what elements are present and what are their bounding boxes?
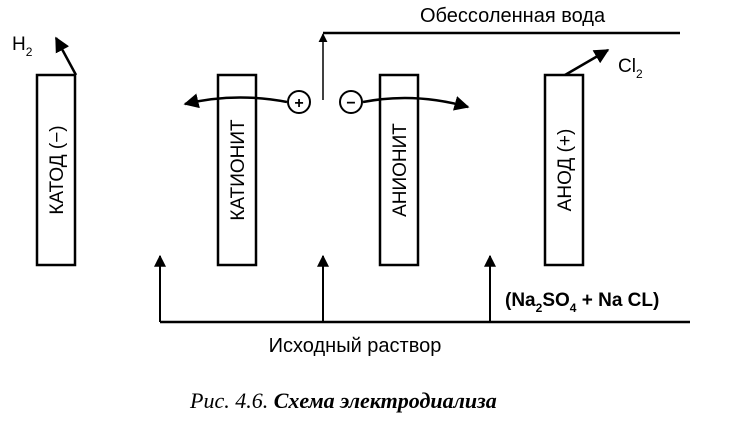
h2-label: H2 [12,34,33,59]
anion-migration-arrow [362,96,470,111]
source-solution-label: Исходный раствор [269,335,442,357]
cation-sign: + [294,95,303,112]
cationite-membrane: КАТИОНИТ [216,73,258,267]
formula-label: (Na2SO4 + Na CL) [505,290,659,315]
anode-label: АНОД (+) [555,129,576,212]
figure-caption: Рис. 4.6. Схема электродиализа [189,388,497,413]
h2-arrow [54,36,78,76]
cationite-label: КАТИОНИТ [228,119,249,221]
cation-icon [287,90,311,114]
anion-sign: − [346,95,355,112]
cathode-label: КАТОД (−) [47,125,68,214]
anionite-label: АНИОНИТ [390,123,411,217]
cl2-arrow [564,48,610,77]
cl2-label: Cl2 [618,56,643,81]
desalted-water-label: Обессоленная вода [420,5,606,27]
anionite-membrane: АНИОНИТ [378,73,420,267]
anode: АНОД (+) [543,73,585,267]
cation-migration-arrow [183,93,288,109]
cathode: КАТОД (−) [35,73,77,267]
anion-icon [339,90,363,114]
